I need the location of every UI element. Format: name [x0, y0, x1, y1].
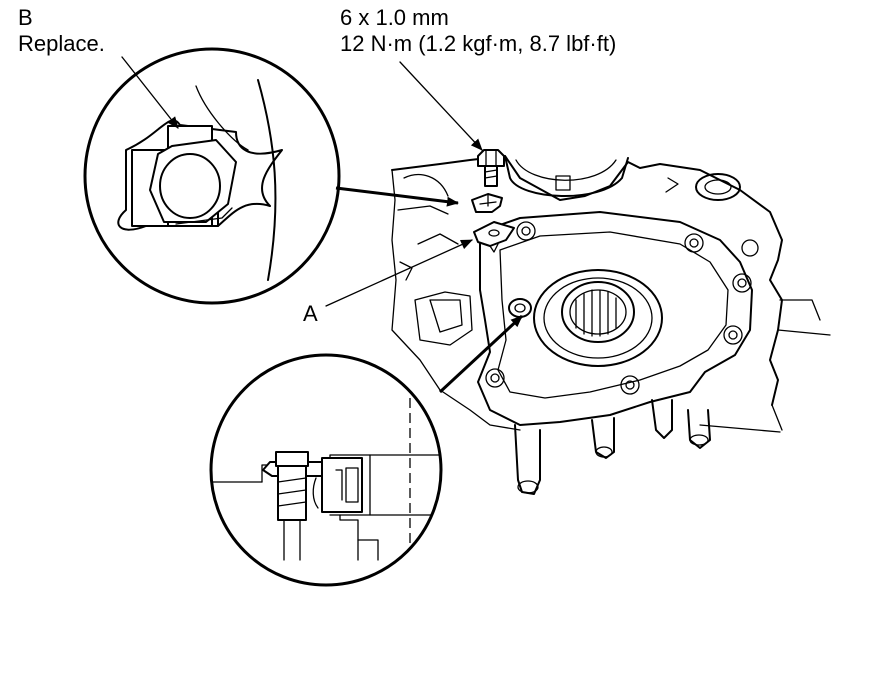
detail-pointer-bottom	[438, 314, 524, 394]
callout-b-label: B	[18, 5, 33, 30]
lock-plate-b	[471, 193, 503, 213]
bolt-6x1	[477, 149, 505, 187]
leader-replace	[121, 56, 179, 129]
bolt-torque-label: 12 N·m (1.2 kgf·m, 8.7 lbf·ft)	[340, 31, 617, 56]
leader-lines	[121, 56, 524, 394]
bracket-a	[473, 221, 515, 253]
bolt-size-label: 6 x 1.0 mm	[340, 5, 449, 30]
detail-pointer-top	[335, 186, 459, 207]
transmission-case	[391, 155, 831, 495]
detail-circle-lock-plate	[83, 47, 341, 305]
leader-bolt-spec	[399, 61, 483, 151]
detail-circle-cross-section	[209, 353, 443, 587]
replace-note: Replace.	[18, 31, 105, 56]
leader-a	[325, 239, 473, 307]
callout-a-label: A	[303, 301, 318, 326]
